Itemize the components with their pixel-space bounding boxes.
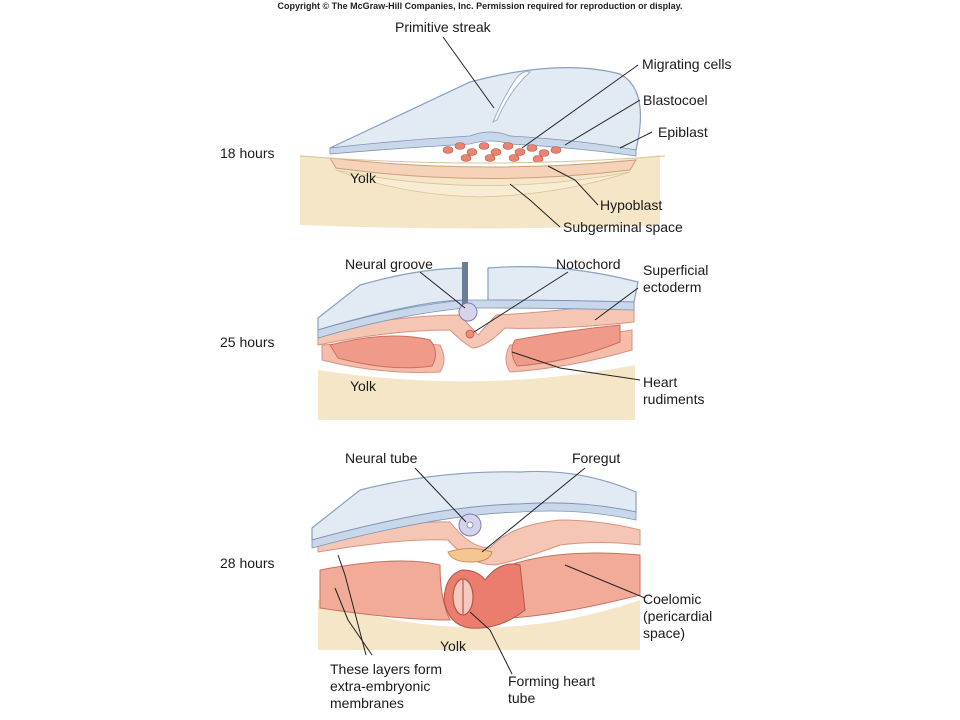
neural-tube-lumen xyxy=(466,521,474,529)
label-foregut: Foregut xyxy=(572,450,621,466)
foregut-pocket xyxy=(447,548,493,563)
leader-lines-25h xyxy=(419,271,641,381)
label-heart-rudiments-line1: Heart xyxy=(643,374,678,390)
label-superficial-ectoderm-line2: ectoderm xyxy=(643,279,702,295)
notochord-dot xyxy=(465,329,475,339)
hypoblast-layer xyxy=(329,157,637,179)
heart-rudiment-left xyxy=(329,335,436,369)
label-notochord: Notochord xyxy=(556,256,621,272)
label-extra-embryonic-line1: These layers form xyxy=(330,661,443,677)
time-label-28h: 28 hours xyxy=(220,555,275,571)
subgerminal-space xyxy=(335,169,631,198)
label-heart-rudiments-line2: rudiments xyxy=(643,391,705,407)
label-yolk-18h: Yolk xyxy=(350,170,376,186)
neural-groove-slit xyxy=(462,262,468,306)
label-epiblast: Epiblast xyxy=(658,124,708,140)
label-extra-embryonic-line3: membranes xyxy=(330,695,404,711)
label-superficial-ectoderm-line1: Superficial xyxy=(643,262,709,278)
panel-25-hours xyxy=(317,262,641,420)
label-coelomic-line1: Coelomic xyxy=(643,591,702,607)
label-coelomic-line3: space) xyxy=(643,625,686,641)
label-neural-groove: Neural groove xyxy=(345,256,433,272)
label-hypoblast: Hypoblast xyxy=(600,197,663,213)
ectoderm-front-edge-28h xyxy=(311,502,637,549)
label-primitive-streak: Primitive streak xyxy=(395,19,491,35)
label-extra-embryonic-line2: extra-embryonic xyxy=(330,678,431,694)
somatic-mesoderm-28h xyxy=(317,519,641,566)
label-forming-heart-line1: Forming heart xyxy=(508,673,596,689)
time-label-18h: 18 hours xyxy=(220,145,275,161)
panel-28-hours xyxy=(311,467,646,675)
leader-lines-28h xyxy=(334,467,646,675)
baseline-18h xyxy=(299,155,666,164)
yolk-region-25h xyxy=(318,365,635,420)
panel-18-hours xyxy=(299,36,666,229)
heart-rudiment-right xyxy=(511,324,621,367)
label-migrating-cells: Migrating cells xyxy=(642,56,732,72)
label-yolk-28h: Yolk xyxy=(440,638,466,654)
neural-groove-cross-section xyxy=(458,302,478,322)
label-yolk-25h: Yolk xyxy=(350,378,376,394)
label-forming-heart-line2: tube xyxy=(508,690,536,706)
label-neural-tube: Neural tube xyxy=(345,450,418,466)
leader-lines-18h xyxy=(442,36,653,228)
splanchnic-lower-sheet xyxy=(319,552,641,621)
time-label-25h: 25 hours xyxy=(220,334,275,350)
yolk-region-28h xyxy=(318,600,640,650)
primitive-streak-groove xyxy=(492,71,532,124)
label-coelomic-line2: (pericardial xyxy=(643,608,713,624)
migrating-cells-cluster xyxy=(442,142,562,163)
label-subgerminal-space: Subgerminal space xyxy=(563,219,683,235)
copyright-notice: Copyright © The McGraw-Hill Companies, I… xyxy=(277,1,683,11)
label-blastocoel: Blastocoel xyxy=(643,92,708,108)
